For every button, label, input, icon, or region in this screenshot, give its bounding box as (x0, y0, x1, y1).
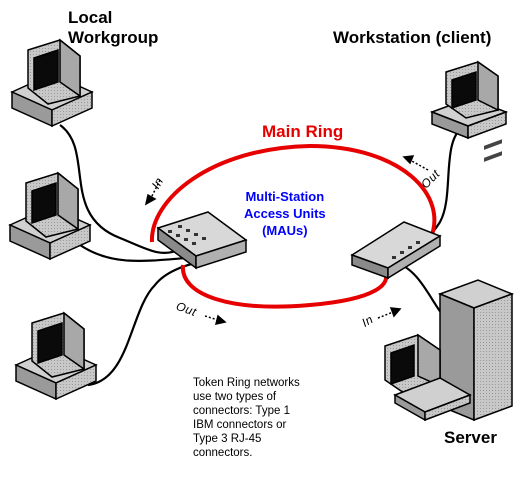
note-line-6: connectors. (193, 447, 253, 459)
note-line-1: Token Ring networks (193, 377, 300, 389)
cable-workgroup-top (59, 124, 179, 254)
out-top-right-arrowhead (402, 155, 415, 165)
local-workgroup-label: Local Workgroup (68, 8, 158, 48)
out-bottom-arrowhead (214, 314, 227, 325)
server-label: Server (444, 428, 497, 447)
note-line-4: IBM connectors or (193, 419, 287, 431)
cable-workgroup-middle (79, 244, 186, 263)
in-bottom-right-arrowhead (389, 307, 402, 318)
note-line-2: use two types of (193, 391, 277, 403)
main-ring-top-arc (149, 143, 437, 243)
token-ring-note: Token Ring networks use two types of con… (193, 376, 343, 460)
local-workgroup-line-1: Local (68, 8, 113, 27)
mau-line-1: Multi-Station (245, 189, 325, 204)
note-line-3: connectors: Type 1 (193, 405, 290, 417)
workstation-label: Workstation (client) (333, 28, 492, 47)
workstation-computer (429, 60, 509, 140)
mau-line-3: (MAUs) (262, 223, 308, 238)
in-bottom-right-arrow (377, 311, 394, 319)
local-workgroup-line-2: Workgroup (68, 28, 159, 47)
note-line-5: Type 3 RJ-45 (193, 433, 262, 445)
main-ring-bottom-arc (180, 263, 388, 309)
ring-arrows (144, 155, 429, 325)
in-left-arrowhead (144, 193, 157, 206)
workgroup-computer-1 (10, 38, 94, 128)
out-top-right-arrow (409, 159, 429, 171)
out-bottom-arrow (204, 315, 219, 321)
main-ring-label: Main Ring (262, 122, 344, 141)
server-computer (384, 139, 515, 422)
mau-label: Multi-Station Access Units (MAUs) (244, 188, 326, 239)
workgroup-computer-3 (14, 311, 98, 401)
cable-workgroup-bottom (87, 260, 201, 387)
main-ring (149, 143, 437, 309)
workgroup-computer-2 (8, 171, 92, 261)
mau-line-2: Access Units (244, 206, 326, 221)
mau-left (156, 211, 248, 270)
mau-right (350, 221, 442, 280)
